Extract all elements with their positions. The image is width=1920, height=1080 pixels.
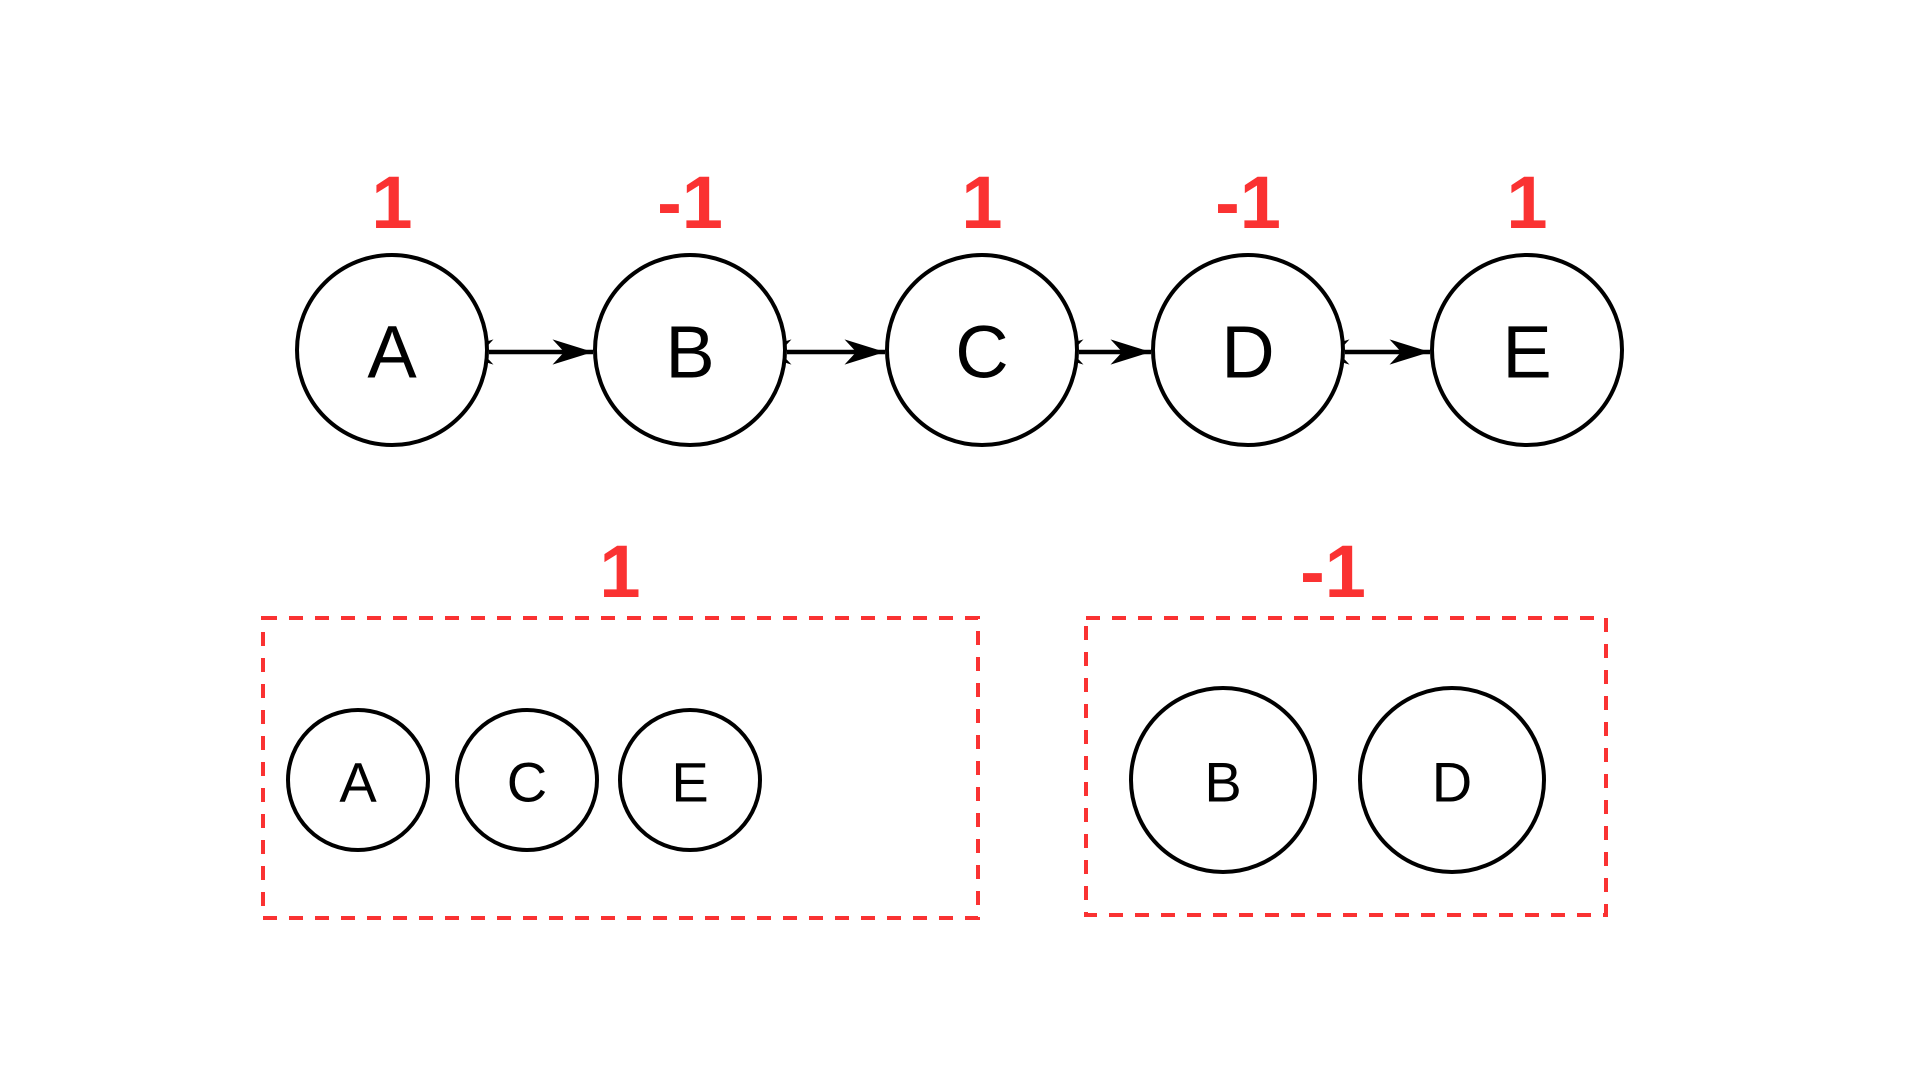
group-positive-sign-label: 1: [599, 530, 640, 613]
node-sign-label-c: 1: [961, 161, 1002, 244]
node-circle-c[interactable]: [885, 253, 1079, 447]
group-node-label-e: E: [671, 751, 708, 814]
node-circle-b[interactable]: [593, 253, 787, 447]
group-node-a[interactable]: A: [286, 708, 430, 852]
chain-node-d[interactable]: D: [1151, 253, 1345, 447]
node-circle-e[interactable]: [1430, 253, 1624, 447]
chain-node-c[interactable]: C: [885, 253, 1079, 447]
node-label-c: C: [955, 311, 1008, 394]
node-sign-label-a: 1: [371, 161, 412, 244]
group-node-c[interactable]: C: [455, 708, 599, 852]
node-circle-a[interactable]: [295, 253, 489, 447]
group-node-label-b: B: [1204, 751, 1241, 814]
node-label-e: E: [1502, 311, 1551, 394]
group-node-b[interactable]: B: [1129, 686, 1317, 874]
node-sign-label-e: 1: [1506, 161, 1547, 244]
group-node-label-d: D: [1432, 751, 1472, 814]
node-label-d: D: [1221, 311, 1274, 394]
group-node-circle-c[interactable]: [455, 708, 599, 852]
chain-node-group: 1A -1B 1C -1D 1E: [295, 161, 1624, 447]
node-sign-label-d: -1: [1215, 161, 1281, 244]
group-negative-box: [1084, 616, 1608, 917]
group-negative-sign-label: -1: [1300, 530, 1366, 613]
chain-node-e[interactable]: E: [1430, 253, 1624, 447]
node-label-b: B: [665, 311, 714, 394]
group-node-e[interactable]: E: [618, 708, 762, 852]
group-node-label-a: A: [339, 751, 377, 814]
chain-node-b[interactable]: B: [593, 253, 787, 447]
group-partition-layer: 1A C E -1B D: [261, 530, 1608, 920]
group-positive: 1A C E: [261, 530, 980, 920]
group-node-circle-b[interactable]: [1129, 686, 1317, 874]
group-node-circle-a[interactable]: [286, 708, 430, 852]
chain-node-a[interactable]: A: [295, 253, 489, 447]
group-negative: -1B D: [1084, 530, 1608, 917]
group-node-circle-e[interactable]: [618, 708, 762, 852]
group-node-label-c: C: [507, 751, 547, 814]
group-node-d[interactable]: D: [1358, 686, 1546, 874]
node-label-a: A: [367, 311, 417, 394]
node-circle-d[interactable]: [1151, 253, 1345, 447]
group-positive-box: [261, 616, 980, 920]
group-node-circle-d[interactable]: [1358, 686, 1546, 874]
node-sign-label-b: -1: [657, 161, 723, 244]
